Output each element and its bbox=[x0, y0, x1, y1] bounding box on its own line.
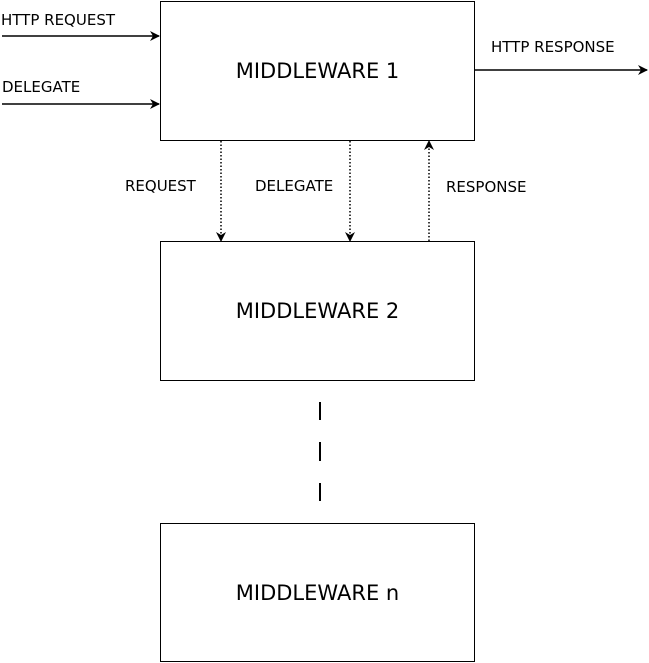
http-request-label: HTTP REQUEST bbox=[1, 11, 116, 29]
request-label: REQUEST bbox=[125, 177, 196, 195]
middleware-n-box: MIDDLEWARE n bbox=[160, 523, 475, 662]
response-label: RESPONSE bbox=[446, 178, 527, 196]
delegate-in-label: DELEGATE bbox=[2, 78, 81, 96]
middleware-1-label: MIDDLEWARE 1 bbox=[235, 59, 400, 83]
middleware-2-box: MIDDLEWARE 2 bbox=[160, 241, 475, 381]
http-response-label: HTTP RESPONSE bbox=[491, 38, 615, 56]
middleware-1-box: MIDDLEWARE 1 bbox=[160, 1, 475, 141]
delegate-down-label: DELEGATE bbox=[255, 177, 334, 195]
middleware-n-label: MIDDLEWARE n bbox=[235, 580, 400, 605]
middleware-2-label: MIDDLEWARE 2 bbox=[235, 299, 400, 323]
